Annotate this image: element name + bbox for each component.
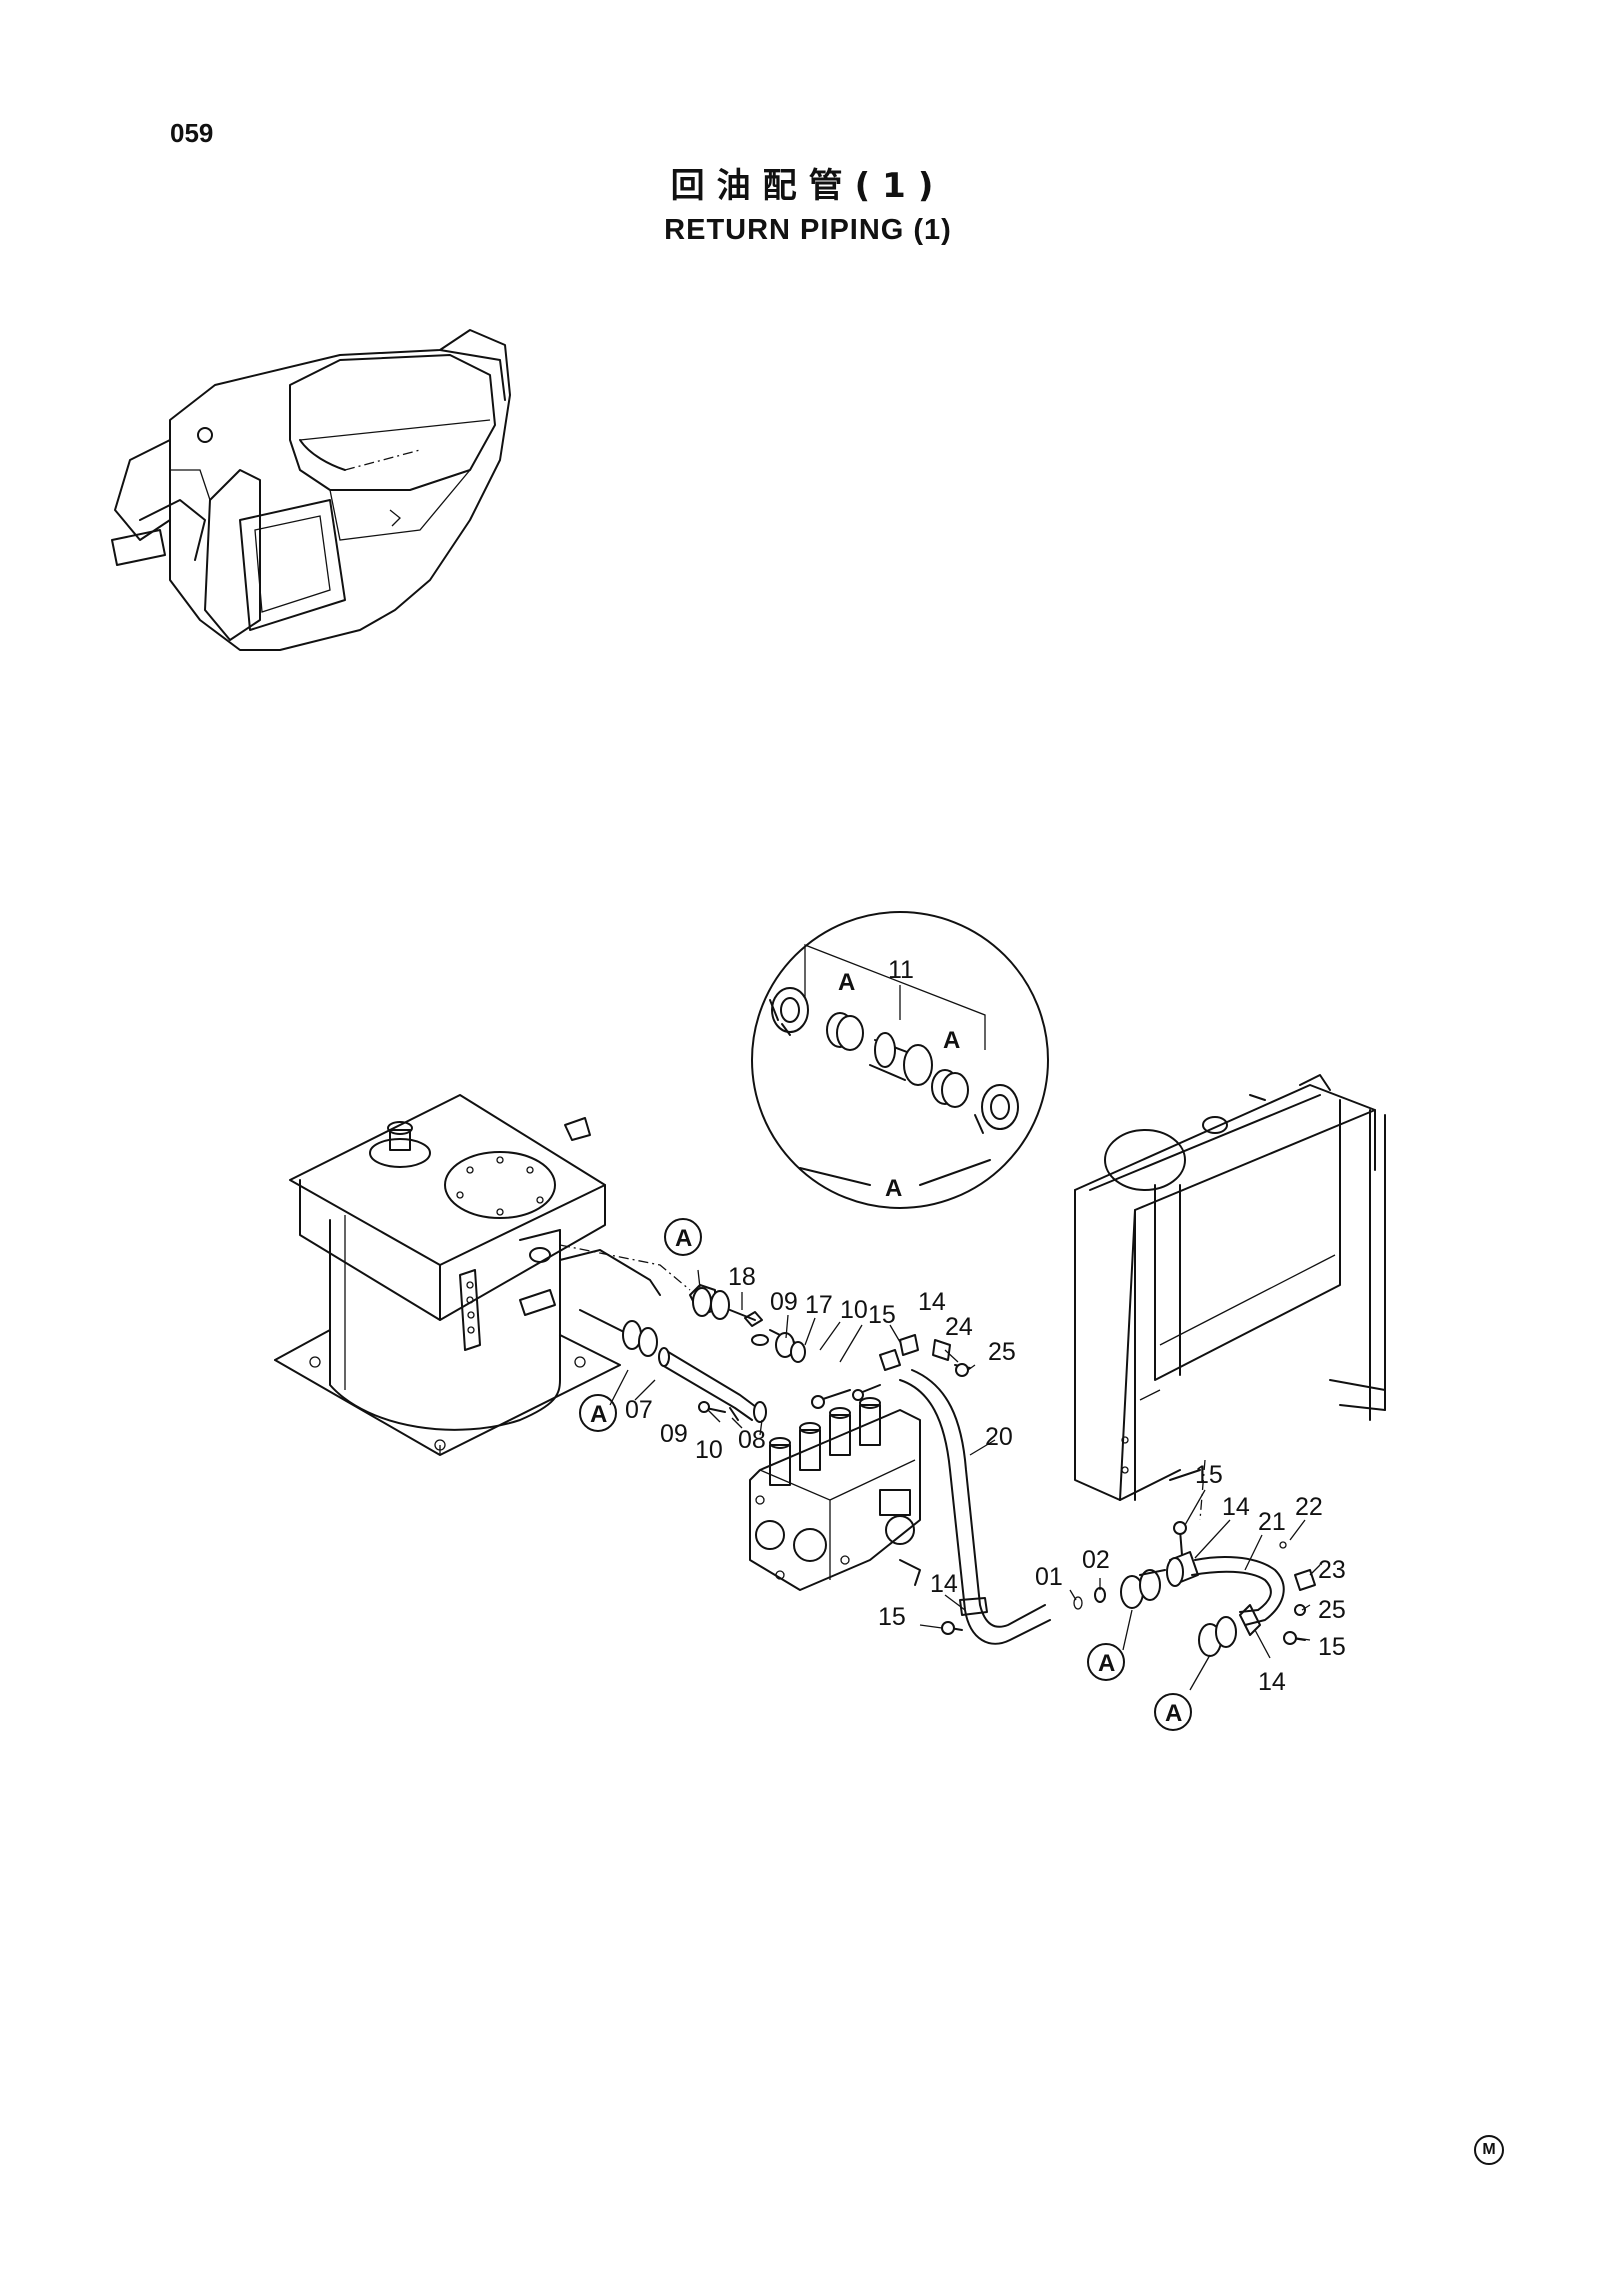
part-label: 07 — [625, 1396, 653, 1424]
part-label: 14 — [1258, 1668, 1286, 1696]
part-label: 09 — [660, 1420, 688, 1448]
part-label: 15 — [1195, 1461, 1223, 1489]
part-label: 25 — [1318, 1596, 1346, 1624]
part-label: 14 — [930, 1570, 958, 1598]
excavator-overview — [111, 329, 511, 651]
part-label: 22 — [1295, 1493, 1323, 1521]
part-label: 15 — [1318, 1633, 1346, 1661]
part-label: 15 — [878, 1603, 906, 1631]
part-label: 17 — [805, 1291, 833, 1319]
section-marker: A — [675, 1225, 692, 1252]
hose-21 — [1166, 1521, 1316, 1645]
part-label: 08 — [738, 1426, 766, 1454]
fittings-upper — [579, 1284, 756, 1357]
detail-labels: 11 A A A — [838, 956, 960, 1202]
section-marker: A — [1165, 1700, 1182, 1727]
part-label: 25 — [988, 1338, 1016, 1366]
part-label: 09 — [770, 1288, 798, 1316]
detail-callout-11: 11 — [888, 956, 914, 984]
detail-callout-a-right: A — [943, 1027, 960, 1054]
part-label: 02 — [1082, 1546, 1110, 1574]
part-label: 21 — [1258, 1508, 1286, 1536]
detail-callout-a-left: A — [838, 969, 855, 996]
section-markers: A A A A — [579, 1218, 1192, 1731]
hardware-cluster — [698, 1311, 971, 1421]
part-label: 15 — [868, 1301, 896, 1329]
pipe-20 — [879, 1349, 1051, 1645]
part-label: 20 — [985, 1423, 1013, 1451]
part-label: 01 — [1035, 1563, 1063, 1591]
part-label: 14 — [918, 1288, 946, 1316]
part-label: 10 — [840, 1296, 868, 1324]
fittings-lower — [941, 1569, 1237, 1657]
detail-view-title: A — [885, 1175, 902, 1202]
part-label: 23 — [1318, 1556, 1346, 1584]
part-label: 18 — [728, 1263, 756, 1291]
corner-mark: M — [1474, 2135, 1504, 2165]
part-label: 10 — [695, 1436, 723, 1464]
title-english: RETURN PIPING (1) — [664, 214, 952, 246]
title-chinese: 回油配管(1) — [670, 166, 946, 206]
page-number: 059 — [170, 118, 214, 148]
part-labels: 18 09 17 10 15 14 24 25 07 09 10 08 20 1… — [625, 1263, 1346, 1696]
hydraulic-tank — [274, 1094, 691, 1456]
section-marker: A — [590, 1401, 607, 1428]
control-valve — [749, 1397, 921, 1591]
leader-lines — [609, 1269, 1321, 1691]
hose-07 — [658, 1347, 767, 1423]
oil-cooler — [1074, 1074, 1386, 1521]
detail-view-a — [751, 911, 1049, 1209]
section-marker: A — [1098, 1650, 1115, 1677]
part-label: 14 — [1222, 1493, 1250, 1521]
part-label: 24 — [945, 1313, 973, 1341]
